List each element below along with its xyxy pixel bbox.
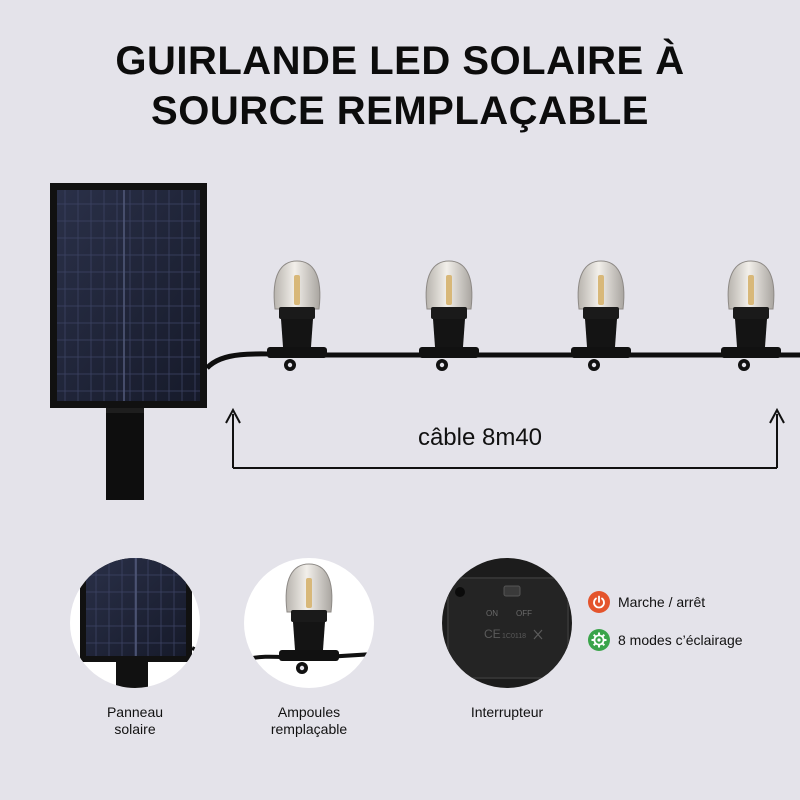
caption-bulb-line-1: Ampoules: [277, 704, 341, 720]
ce-mark: CE: [484, 627, 501, 641]
detail-circle-solar-panel: [70, 558, 200, 688]
switch-closeup: ON OFF CE 1C0118: [442, 558, 572, 688]
page-title: GUIRLANDE LED SOLAIRE À SOURCE REMPLAÇAB…: [0, 36, 800, 136]
feature-power-label: Marche / arrêt: [618, 594, 706, 610]
cable-length-label: câble 8m40: [417, 424, 543, 451]
feature-modes: 8 modes c’éclairage: [588, 628, 743, 652]
bulb-closeup: [244, 563, 374, 675]
bulb-4: [720, 260, 782, 372]
switch-on-mark: ON: [486, 609, 498, 618]
bulb-1: [266, 260, 328, 372]
detail-circle-switch: ON OFF CE 1C0118: [442, 558, 572, 688]
detail-circle-bulb: [244, 558, 374, 688]
switch-off-mark: OFF: [516, 609, 532, 618]
bulb-2: [418, 260, 480, 372]
page-title-line-2: SOURCE REMPLAÇABLE: [151, 89, 649, 133]
bulb-3: [570, 260, 632, 372]
solar-panel-closeup: [80, 558, 200, 688]
caption-solar-panel-line-2: solaire: [114, 721, 156, 737]
feature-modes-label: 8 modes c’éclairage: [618, 632, 743, 648]
page-title-line-1: GUIRLANDE LED SOLAIRE À: [115, 39, 685, 83]
caption-switch-line-1: Interrupteur: [470, 704, 544, 720]
caption-switch: Interrupteur: [447, 704, 567, 721]
caption-solar-panel: Panneau solaire: [85, 704, 185, 738]
certification-code: 1C0118: [502, 633, 526, 640]
caption-solar-panel-line-1: Panneau: [106, 704, 164, 720]
solar-panel-stake: [106, 405, 144, 500]
feature-power: Marche / arrêt: [588, 590, 705, 614]
gear-icon: [588, 629, 610, 651]
caption-bulb-line-2: remplaçable: [270, 721, 348, 737]
power-icon: [588, 591, 610, 613]
cable-length-arrow: [225, 407, 785, 469]
solar-panel: [50, 183, 207, 408]
caption-bulb: Ampoules remplaçable: [249, 704, 369, 738]
recycle-bin-icon: [533, 629, 543, 640]
